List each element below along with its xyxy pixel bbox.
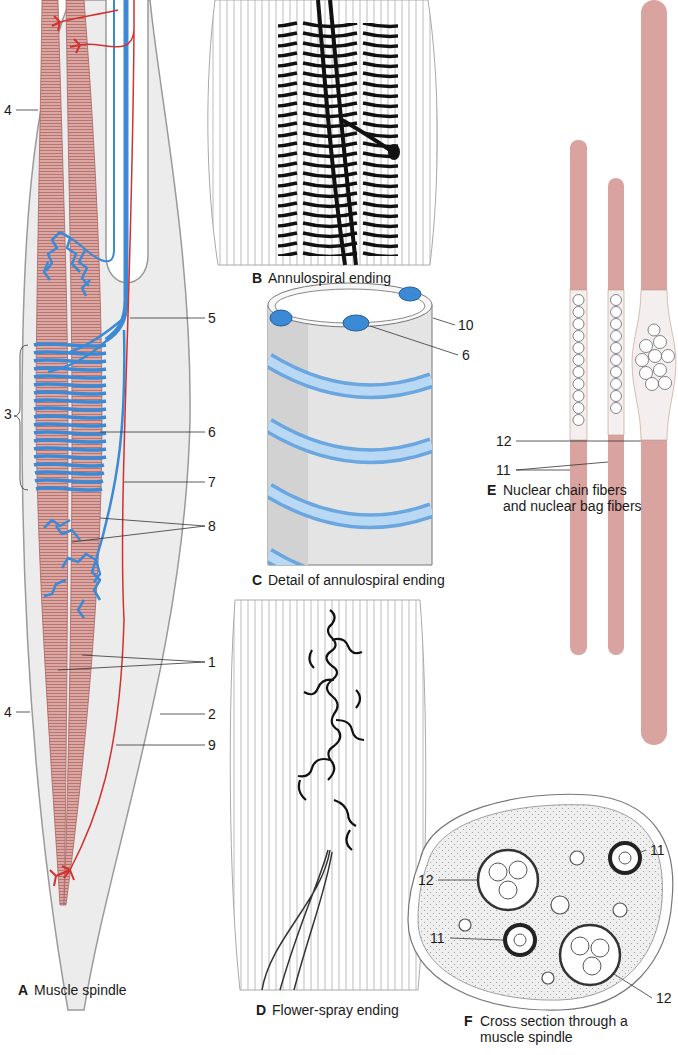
callout-number: 9 bbox=[208, 737, 216, 753]
panel-caption: Detail of annulospiral ending bbox=[268, 572, 445, 588]
panel-letter: C bbox=[252, 572, 262, 588]
callout-number: 11 bbox=[430, 930, 445, 946]
panel-letter: B bbox=[252, 270, 262, 286]
section-detail bbox=[459, 851, 627, 984]
flower-spray-d bbox=[298, 610, 364, 850]
nerve-b bbox=[318, 0, 390, 265]
leader-line bbox=[516, 441, 641, 470]
nerve-d bbox=[262, 850, 332, 990]
intrafusal-fiber bbox=[64, 0, 102, 905]
motor-ending bbox=[50, 16, 80, 886]
leader-line bbox=[14, 110, 205, 745]
spiral-b bbox=[338, 23, 398, 256]
panel-letter: D bbox=[256, 1002, 266, 1018]
callout-number: 11 bbox=[650, 842, 665, 858]
panel-caption: Muscle spindle bbox=[34, 982, 127, 998]
panel-caption: Flower-spray ending bbox=[272, 1002, 399, 1018]
callout-number: 6 bbox=[208, 424, 216, 440]
callout-number: 12 bbox=[656, 990, 672, 1006]
callout-number: 3 bbox=[4, 406, 12, 422]
panel-caption: Annulospiral ending bbox=[268, 270, 391, 286]
callout-number: 2 bbox=[208, 706, 216, 722]
nerve-section bbox=[399, 287, 421, 301]
callout-number: 1 bbox=[208, 654, 216, 670]
callout-number: 12 bbox=[418, 872, 434, 888]
bag-middle bbox=[632, 290, 676, 440]
leader-line bbox=[370, 318, 458, 355]
nerve-b-knob bbox=[388, 144, 400, 160]
annulospiral-ending bbox=[34, 344, 106, 490]
callout-number: 8 bbox=[208, 518, 216, 534]
callout-number: 10 bbox=[458, 317, 474, 333]
fiber-d bbox=[230, 600, 426, 990]
nucleus bbox=[573, 295, 622, 426]
capsule-section bbox=[408, 794, 673, 1010]
panel-caption: Nuclear chain fibers and nuclear bag fib… bbox=[503, 482, 653, 514]
capsule bbox=[22, 0, 190, 1010]
capsule-section bbox=[418, 805, 662, 1000]
panel-caption: Cross section through a muscle spindle bbox=[480, 1013, 630, 1045]
callout-number: 12 bbox=[496, 433, 512, 449]
panel-letter: A bbox=[18, 982, 28, 998]
panel-letter: E bbox=[487, 482, 496, 498]
callout-number: 11 bbox=[496, 462, 511, 478]
flower-spray-ending bbox=[44, 232, 100, 618]
callout-number: 6 bbox=[462, 347, 470, 363]
motor-fiber bbox=[60, 0, 134, 870]
spiral-c bbox=[268, 360, 432, 586]
callout-number: 5 bbox=[208, 310, 216, 326]
afferent-branch bbox=[60, 0, 114, 261]
panel-letter: F bbox=[464, 1013, 473, 1029]
chain-fiber-section bbox=[505, 843, 640, 955]
chain-middle bbox=[570, 290, 587, 440]
bag-fiber-section bbox=[478, 850, 620, 985]
nerve-section bbox=[270, 310, 292, 326]
callout-number: 4 bbox=[4, 102, 12, 118]
callout-number: 7 bbox=[208, 474, 216, 490]
fiber-b bbox=[208, 0, 437, 265]
nerve-section bbox=[343, 315, 369, 331]
nuclear-chain-fiber bbox=[570, 140, 587, 655]
chain-middle bbox=[608, 290, 624, 435]
leader-line bbox=[438, 850, 652, 998]
callout-number: 4 bbox=[4, 704, 12, 720]
afferent-nerve bbox=[106, 0, 126, 340]
nucleus bbox=[636, 324, 675, 391]
nuclear-chain-fiber bbox=[608, 178, 624, 655]
intrafusal-fiber bbox=[36, 0, 68, 905]
